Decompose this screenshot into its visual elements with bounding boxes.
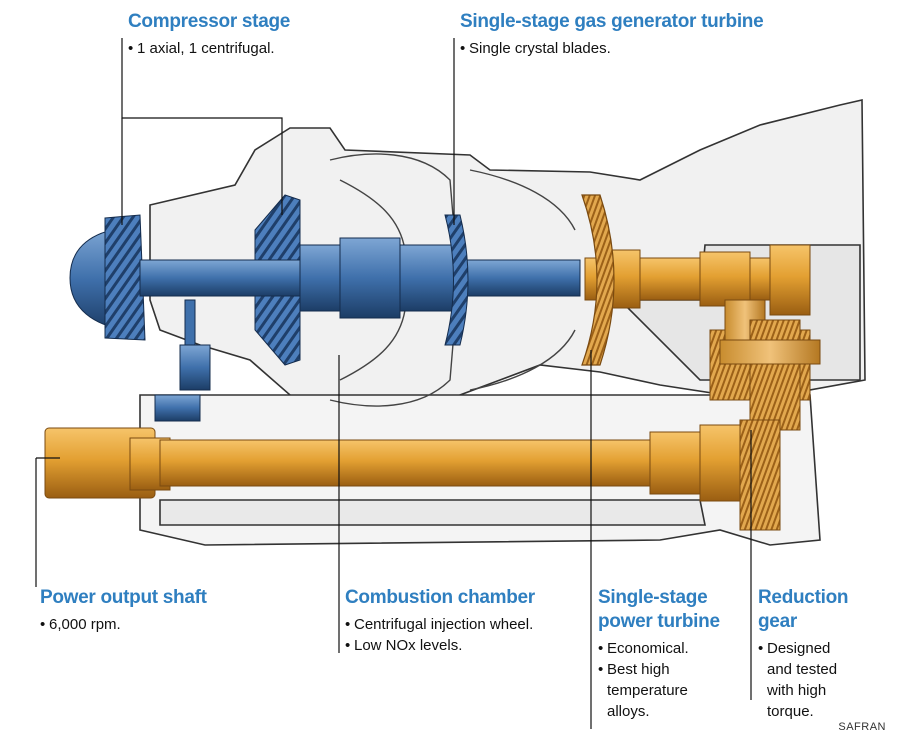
reduction-gear — [709, 299, 821, 531]
compressor-stage-bullet: 1 axial, 1 centrifugal. — [128, 38, 290, 59]
leader-lines — [35, 38, 752, 729]
callout-power-output-shaft: Power output shaft 6,000 rpm. — [40, 586, 207, 635]
power-output-shaft-bullet: 6,000 rpm. — [40, 614, 207, 635]
gas-generator-rotor — [69, 194, 581, 422]
power-turbine-bullets: Economical. Best high temperature alloys… — [598, 638, 718, 722]
callout-power-turbine: Single-stage power turbine Economical. B… — [598, 586, 748, 722]
gas-generator-turbine-title: Single-stage gas generator turbine — [460, 11, 764, 32]
combustion-chamber-bullets: Centrifugal injection wheel. Low NOx lev… — [345, 614, 535, 656]
compressor-stage-title: Compressor stage — [128, 11, 291, 32]
gas-generator-turbine-bullet: Single crystal blades. — [460, 38, 763, 59]
combustion-chamber-title: Combustion chamber — [345, 587, 535, 608]
power-turbine-shaft — [581, 194, 811, 366]
power-turbine-bullet-1: Economical. — [598, 638, 718, 659]
compressor-stage-bullets: 1 axial, 1 centrifugal. — [128, 38, 290, 59]
combustion-chamber-bullet-2: Low NOx levels. — [345, 635, 535, 656]
callout-compressor-stage: Compressor stage 1 axial, 1 centrifugal. — [128, 10, 290, 59]
power-turbine-title-line1: Single-stage — [598, 587, 708, 608]
callout-reduction-gear: Reduction gear Designed and tested with … — [758, 586, 878, 722]
power-output-shaft-bullets: 6,000 rpm. — [40, 614, 207, 635]
callout-gas-generator-turbine: Single-stage gas generator turbine Singl… — [460, 10, 764, 59]
combustion-chamber-bullet-1: Centrifugal injection wheel. — [345, 614, 535, 635]
reduction-gear-bullet: Designed and tested with high torque. — [758, 638, 853, 722]
power-output-shaft-title: Power output shaft — [40, 587, 207, 608]
gas-generator-turbine-bullets: Single crystal blades. — [460, 38, 763, 59]
power-turbine-title-line2: power turbine — [598, 611, 720, 632]
credit-text: SAFRAN — [838, 721, 886, 733]
combustion-liner — [329, 153, 576, 407]
reduction-gear-bullets: Designed and tested with high torque. — [758, 638, 853, 722]
leader-compressor — [121, 38, 283, 215]
power-turbine-bullet-2: Best high temperature alloys. — [598, 659, 718, 722]
callout-combustion-chamber: Combustion chamber Centrifugal injection… — [345, 586, 535, 656]
power-output-shaft — [44, 424, 741, 502]
reduction-gear-title: Reduction gear — [758, 587, 849, 632]
